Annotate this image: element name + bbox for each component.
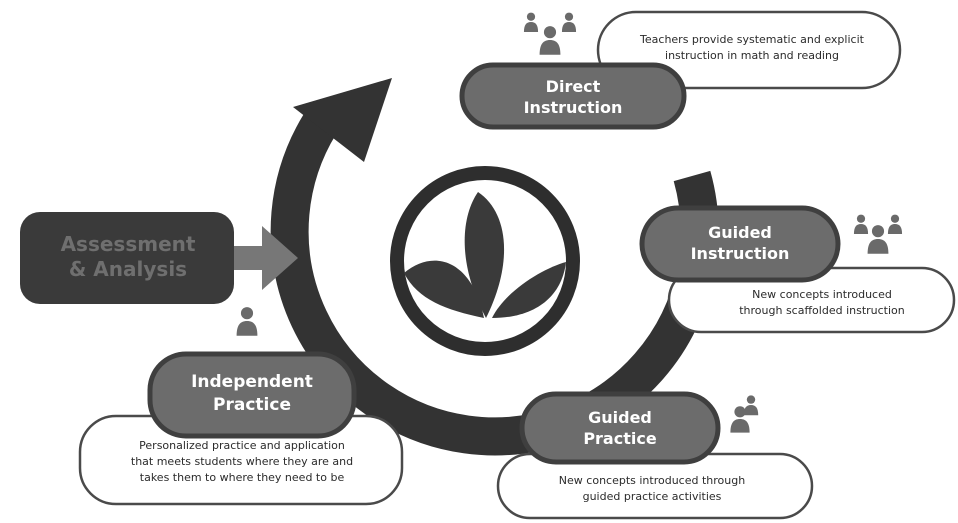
direct-instruction-title-line2: Instruction [524,98,623,117]
guided-practice-title-line2: Practice [583,429,657,448]
assessment-block: Assessment & Analysis [20,212,298,304]
direct-instruction-stage: Teachers provide systematic and explicit… [459,10,902,130]
direct-instruction-pill [459,62,687,130]
leaf-logo-icon [464,192,505,318]
guided-instruction-stage: New concepts introduced through scaffold… [639,205,956,334]
guided-instruction-pill [639,205,841,283]
direct-instruction-desc-box [596,10,902,90]
independent-practice-pill [147,351,357,439]
assessment-line1: Assessment [61,232,196,256]
assessment-box [20,212,234,304]
direct-instruction-title-line1: Direct [546,77,601,96]
guided-instruction-desc-line1: New concepts introduced [752,288,892,301]
group-icon [523,12,577,55]
independent-practice-stage: Personalized practice and application th… [78,307,404,506]
independent-practice-desc-line3: takes them to where they need to be [140,471,345,484]
guided-instruction-title-line2: Instruction [691,244,790,263]
guided-practice-stage: New concepts introduced through guided p… [496,391,814,520]
leaf-right-icon [492,262,566,318]
independent-practice-title-line1: Independent [191,372,313,392]
person-icon [236,307,258,336]
pair-icon [730,395,759,433]
guided-practice-desc-line1: New concepts introduced through [559,474,745,487]
guided-practice-title-line1: Guided [588,408,652,427]
guided-practice-pill [519,391,721,465]
cycle-arrowhead [293,78,392,162]
independent-practice-desc-line2: that meets students where they are and [131,455,353,468]
guided-instruction-title-line1: Guided [708,223,772,242]
assessment-line2: & Analysis [69,257,187,281]
direct-instruction-desc-line2: instruction in math and reading [665,49,839,62]
guided-practice-desc-line2: guided practice activities [583,490,722,503]
direct-instruction-desc-line1: Teachers provide systematic and explicit [639,33,865,46]
center-logo [390,166,580,356]
assessment-arrow [234,226,298,290]
guided-instruction-desc-line2: through scaffolded instruction [739,304,905,317]
independent-practice-desc-line1: Personalized practice and application [139,439,345,452]
leaf-left-icon [404,260,484,318]
group-icon [853,214,903,254]
independent-practice-title-line2: Practice [213,395,291,415]
